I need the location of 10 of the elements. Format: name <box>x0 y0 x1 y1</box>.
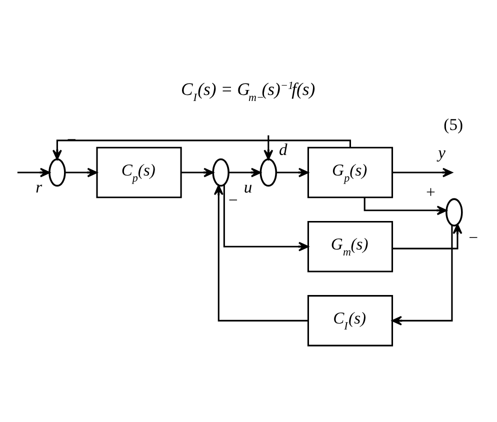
edge-label: − <box>468 227 479 246</box>
edge-label: u <box>244 176 252 196</box>
edge-label: − <box>66 129 78 148</box>
edge-label: + <box>425 182 436 202</box>
edge-label: − <box>227 190 239 209</box>
diagram-title: C$_{I}$(s) = G$_{m−}$(s)$^{−1}$f(s) <box>181 78 316 104</box>
edge-label: y <box>438 142 446 162</box>
label: (5) <box>444 114 464 134</box>
edge-label: d <box>279 139 288 158</box>
edge-label: r <box>36 177 42 196</box>
